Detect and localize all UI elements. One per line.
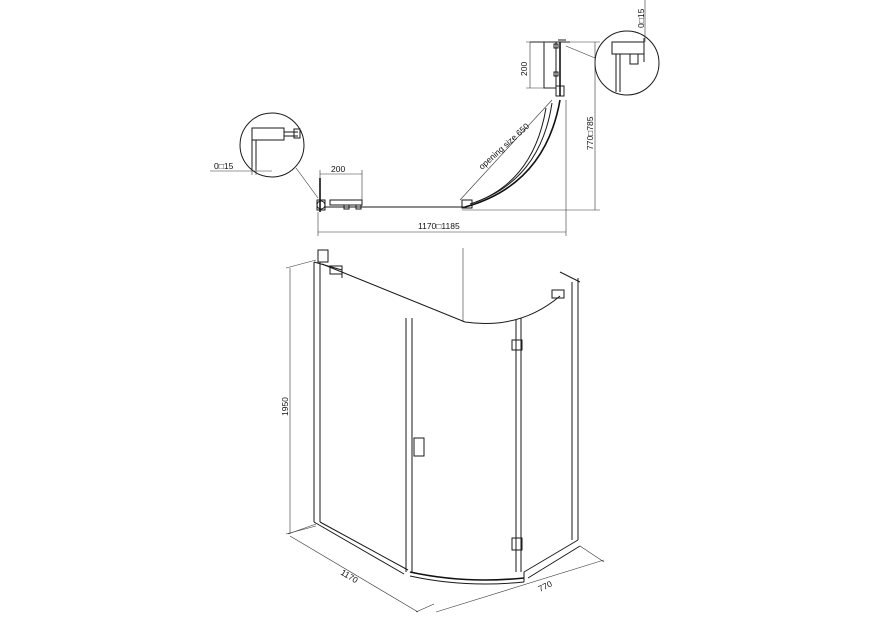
height-label: 1950 (280, 397, 290, 416)
curved-door-outer (464, 99, 561, 208)
curved-door-inner-2 (475, 107, 547, 203)
opening-dimline (459, 99, 553, 201)
left-leader-line (295, 167, 319, 199)
door-handle (413, 437, 425, 457)
left-detail-circle (239, 112, 305, 178)
door-bottom-curve (409, 571, 525, 581)
opening-label: opening size 650 (477, 121, 532, 172)
right-detail-circle (594, 30, 660, 96)
left-fixed-panel (313, 249, 413, 575)
right-detail-profile (611, 38, 645, 92)
lower-hinge (511, 537, 523, 551)
width-label: 1170□1185 (418, 221, 460, 231)
right-leader-line (565, 45, 596, 59)
width-label-elev: 1170 (339, 567, 360, 585)
right-return-panel-elev (523, 271, 581, 579)
width-dimline-elev (289, 535, 419, 613)
upper-hinge (511, 339, 523, 351)
left-wall-profile (316, 178, 363, 212)
top-curved-rail (321, 263, 561, 325)
door-bottom-cap (461, 199, 473, 209)
fixed-panel-label: 200 (331, 164, 345, 174)
curved-door (409, 318, 525, 585)
left-clearance-label: 0□15 (214, 161, 234, 171)
depth-label-elev: 770 (536, 578, 553, 593)
return-panel-label: 200 (519, 62, 529, 76)
plan-view: 0□15 200 opening size 650 (210, 0, 660, 236)
right-clearance-label: 0□15 (636, 8, 646, 28)
elevation-view: 1950 1170 770 (280, 248, 605, 613)
left-detail-profile (251, 127, 301, 170)
depth-label: 770□785 (585, 116, 595, 150)
right-return-panel (530, 39, 570, 97)
depth-dimline-elev (435, 559, 605, 613)
